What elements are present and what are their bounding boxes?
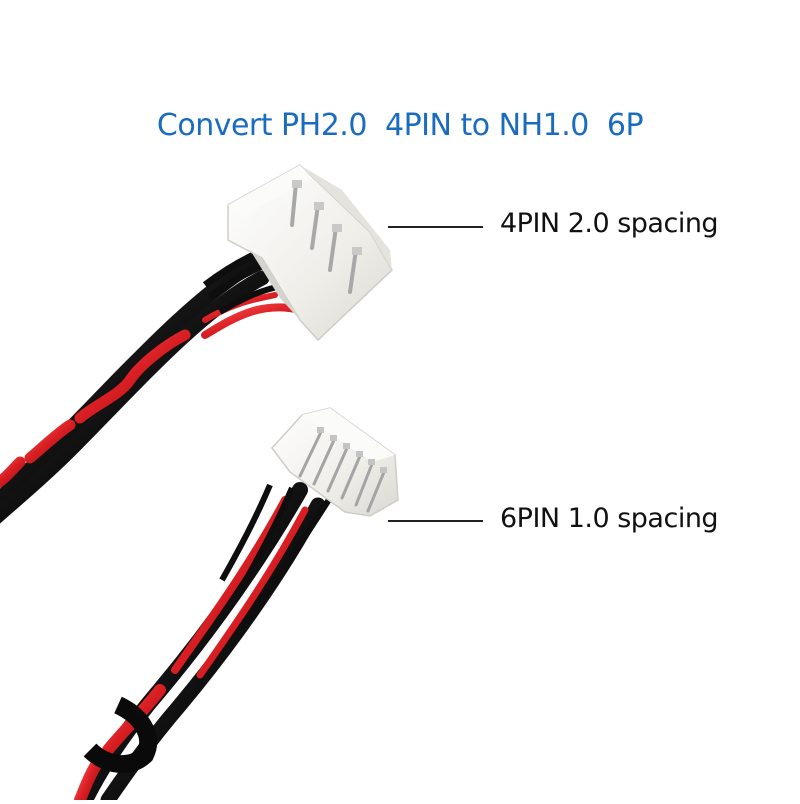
callout-line-top [388,226,483,228]
page-title: Convert PH2.0 4PIN to NH1.0 6P [156,108,644,143]
callout-label-4pin: 4PIN 2.0 spacing [500,208,719,239]
connector-6pin [271,407,399,517]
callout-label-6pin: 6PIN 1.0 spacing [500,503,719,534]
connector-4pin [227,164,393,342]
callout-line-bottom [388,520,483,522]
upper-cable [0,246,304,524]
lower-cable [74,482,333,804]
